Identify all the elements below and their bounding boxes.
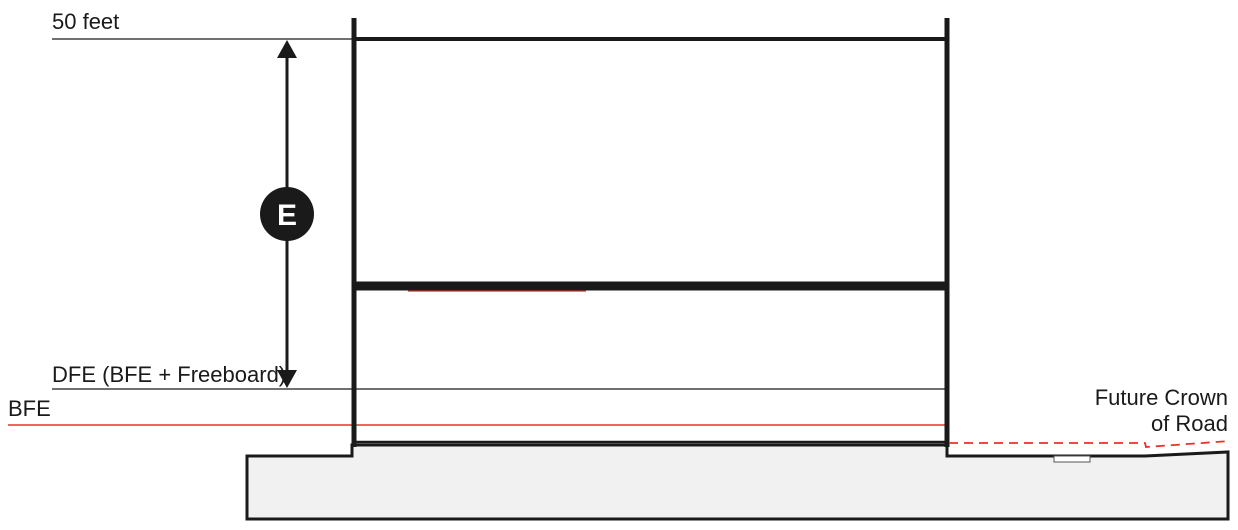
future-road-crown-line bbox=[949, 440, 1231, 448]
arrow-down-icon bbox=[277, 370, 297, 388]
fifty-feet-label: 50 feet bbox=[52, 9, 119, 34]
road-label-line1: Future Crown bbox=[1095, 385, 1228, 410]
arrow-up-icon bbox=[277, 40, 297, 58]
dimension-marker-label: E bbox=[277, 199, 297, 232]
drain-inlet bbox=[1053, 455, 1091, 463]
road-label-line2: of Road bbox=[1151, 411, 1228, 436]
dimension-marker-circle bbox=[260, 187, 314, 241]
dfe-label: DFE (BFE + Freeboard) bbox=[52, 362, 286, 387]
bfe-label: BFE bbox=[8, 396, 51, 421]
ground bbox=[245, 443, 1230, 521]
